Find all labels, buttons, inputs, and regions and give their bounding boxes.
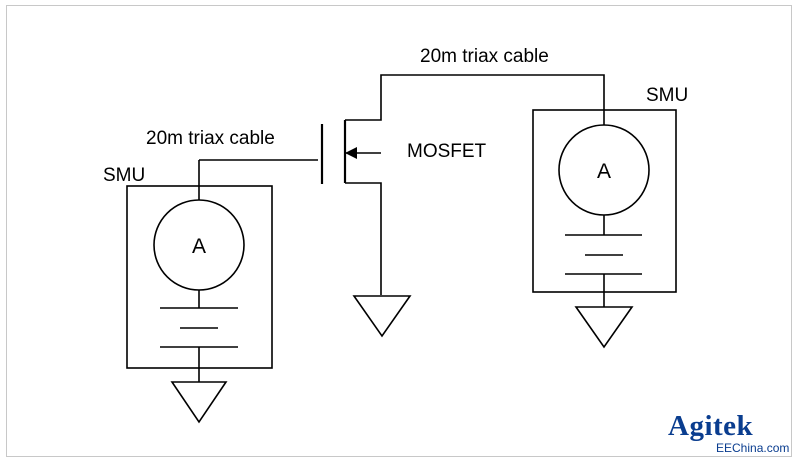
smu-right-label: SMU (646, 85, 688, 106)
mosfet-source-wire (345, 182, 382, 295)
ammeter-left-label: A (192, 235, 206, 258)
ground-right-icon (574, 306, 634, 349)
ground-center-icon (352, 295, 412, 338)
mosfet-drain-wire (345, 74, 605, 121)
agitek-logo: Agitek (668, 410, 754, 442)
cable-right-label: 20m triax cable (420, 46, 549, 67)
ammeter-right-label: A (597, 160, 611, 183)
mosfet-label: MOSFET (407, 141, 487, 162)
mosfet-arrow-icon (345, 147, 357, 159)
cable-left-label: 20m triax cable (146, 128, 275, 149)
eechina-watermark: EEChina.com (716, 441, 790, 455)
smu-right-box (532, 109, 677, 293)
smu-left-label: SMU (103, 165, 145, 186)
ground-left-icon (170, 381, 228, 424)
diagram-frame (6, 5, 792, 457)
smu-left-box (126, 185, 273, 369)
